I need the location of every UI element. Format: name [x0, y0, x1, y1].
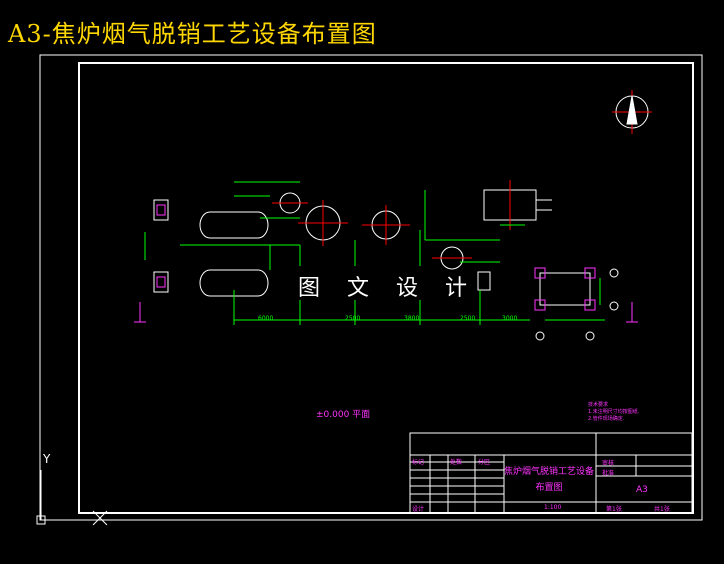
blower [483, 180, 552, 230]
horizontal-tank-lower [199, 269, 269, 297]
dim-label-2: 2500 [345, 315, 361, 322]
approver-label: 批准 [602, 470, 615, 477]
pump-middle [477, 271, 491, 291]
technical-notes: 技术要求 1.未注明尺寸均按图纸. 2.管件现场确定. [588, 402, 639, 423]
checker-label: 审核 [602, 460, 615, 467]
dim-label-3: 3800 [404, 315, 420, 322]
notes-line-1: 1.未注明尺寸均按图纸. [588, 409, 640, 415]
watermark: 图 文 设 计 [298, 276, 477, 301]
level-markers [134, 302, 638, 323]
dim-label-5: 3000 [502, 315, 518, 322]
plan-label: ±0.000 平面 [316, 410, 371, 420]
left-pump-upper [153, 199, 169, 221]
sheet-number: 第1张 [606, 506, 622, 513]
outer-frame [39, 54, 703, 521]
drawing-title: A3-焦炉烟气脱销工艺设备布置图 [8, 20, 377, 48]
dim-label-1: 6000 [258, 315, 274, 322]
notes-heading: 技术要求 [588, 402, 609, 408]
left-pump-lower [153, 271, 169, 293]
horizontal-tank-upper [199, 211, 269, 239]
vessel-2 [298, 200, 348, 246]
north-arrow-icon [612, 90, 652, 134]
notes-line-2: 2.管件现场确定. [588, 416, 625, 422]
vessel-4 [432, 246, 472, 270]
col-label-count: 处数 [450, 459, 463, 466]
designer-label: 设计 [412, 506, 425, 513]
inner-frame [78, 62, 694, 514]
col-label-mark: 标记 [412, 459, 425, 466]
title-block-name: 焦炉烟气脱销工艺设备 布置图 [504, 464, 594, 496]
col-label-zone: 分区 [478, 459, 491, 466]
sheet-total: 共1张 [654, 506, 670, 513]
vessel-3 [362, 205, 410, 245]
scale-value: 1:100 [544, 504, 562, 511]
dim-label-4: 2500 [460, 315, 476, 322]
vessel-1 [272, 192, 308, 214]
watermark-backdrop [290, 266, 440, 300]
ucs-icon [36, 470, 108, 526]
platform-frame [534, 267, 619, 341]
y-axis-label: Y [43, 452, 51, 466]
title-block [409, 432, 693, 514]
drawing-name-line1: 焦炉烟气脱销工艺设备 [504, 467, 595, 477]
sheet-format: A3 [636, 485, 648, 495]
drawing-name-line2: 布置图 [535, 483, 563, 493]
